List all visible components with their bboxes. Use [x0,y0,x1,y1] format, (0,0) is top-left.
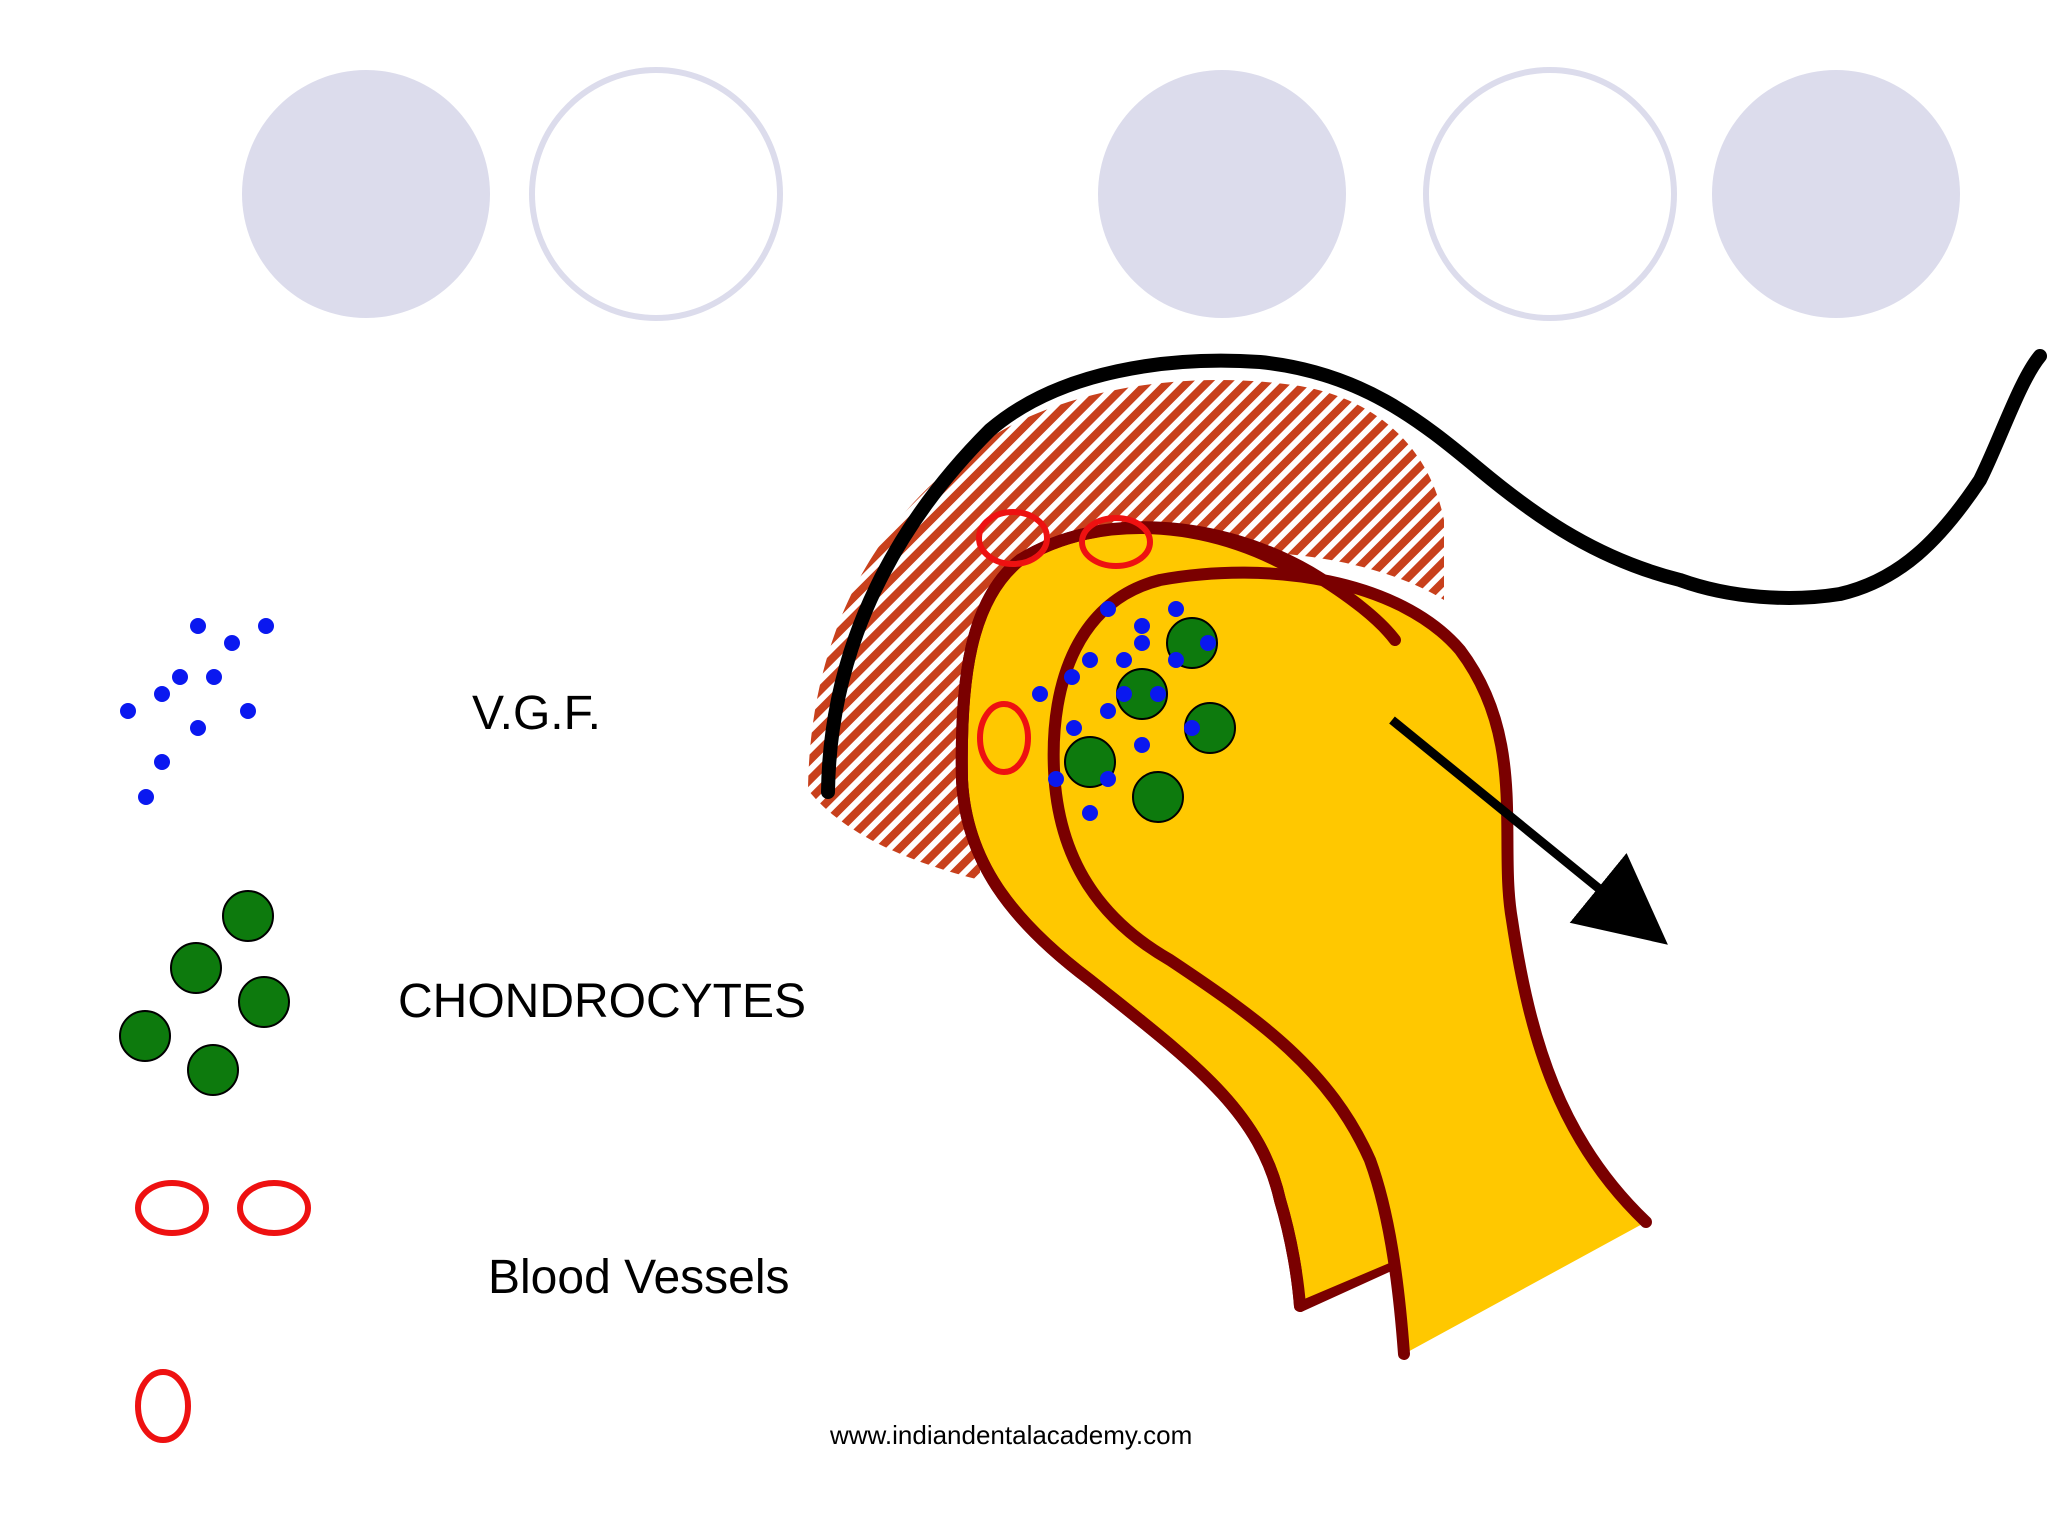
vgf-dot [190,618,206,634]
diagram-blood-vessels [976,509,1153,775]
vgf-dot [1100,703,1116,719]
vgf-dot [224,635,240,651]
chondrocyte [222,890,274,942]
vgf-dot [154,754,170,770]
vgf-dot [1032,686,1048,702]
vgf-dot [154,686,170,702]
blood-vessel [135,1369,191,1443]
condyle-inner-layer [1053,572,1646,1354]
vgf-dot [120,703,136,719]
vgf-dot [1134,635,1150,651]
vgf-dot [1184,720,1200,736]
vgf-dot [1200,635,1216,651]
legend-chondrocytes [119,890,290,1096]
vgf-dot [240,703,256,719]
vgf-dot [1066,720,1082,736]
diagram-chondrocytes [1064,617,1236,823]
vgf-label: V.G.F. [472,687,601,740]
diagram-vgf-dots [1032,601,1216,821]
vgf-dot [138,789,154,805]
legend-blood-vessels [135,1180,311,1443]
vgf-dot [1100,601,1116,617]
footer-url: www.indiandentalacademy.com [830,1420,1193,1450]
chondrocyte [187,1044,239,1096]
decor-circle-filled-2 [1098,70,1346,318]
chondrocyte [238,976,290,1028]
vgf-dot [1116,652,1132,668]
vgf-dot [258,618,274,634]
vgf-dot [1134,618,1150,634]
decor-circle-outline-1 [529,67,783,321]
legend-vgf-dots [120,618,274,805]
blood-vessel [1079,515,1153,569]
vgf-dot [1082,652,1098,668]
vgf-dot [1064,669,1080,685]
blood-vessel [977,701,1031,775]
vgf-dot [172,669,188,685]
decorative-circles [242,67,1960,321]
arrow-icon [1389,716,1668,945]
decor-circle-outline-2 [1423,67,1677,321]
chondrocyte [170,942,222,994]
decor-circle-filled-3 [1712,70,1960,318]
chondrocytes-label: CHONDROCYTES [398,975,807,1028]
blood-vessel [237,1180,311,1236]
vgf-dot [1150,686,1166,702]
chondrocyte [1132,771,1184,823]
vgf-dot [190,720,206,736]
vgf-dot [1168,652,1184,668]
vgf-dot [1134,737,1150,753]
vgf-dot [206,669,222,685]
decor-circle-filled-1 [242,70,490,318]
blood-vessels-label: Blood Vessels [488,1251,790,1304]
vgf-dot [1168,601,1184,617]
fossa-outline [821,349,2047,799]
blood-vessel [135,1180,209,1236]
vgf-dot [1116,686,1132,702]
chondrocyte [119,1010,171,1062]
vgf-dot [1100,771,1116,787]
condyle-outer-outline [955,521,1401,1312]
vgf-dot [1048,771,1064,787]
blood-vessel [976,509,1050,567]
vgf-dot [1082,805,1098,821]
